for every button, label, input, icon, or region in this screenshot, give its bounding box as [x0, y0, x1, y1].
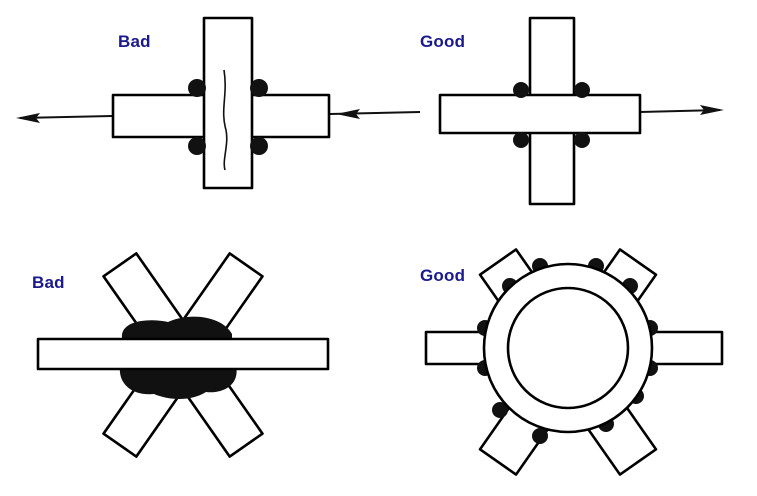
horizontal-bar: [36, 337, 330, 371]
center-wire-tip: [336, 109, 360, 119]
label-good-bottom: Good: [420, 266, 466, 285]
horizontal-bar: [438, 93, 642, 135]
label-good-top: Good: [420, 32, 466, 51]
label-bad-top: Bad: [118, 32, 151, 51]
left-wire-tip: [16, 113, 40, 123]
label-bad-bottom: Bad: [32, 273, 65, 292]
weld-dot: [188, 79, 206, 97]
good-ring-joint: [424, 248, 724, 476]
weld-dot: [574, 132, 590, 148]
vertical-bar: [202, 16, 254, 190]
good-cross-joint: [438, 16, 724, 206]
weld-dot: [492, 402, 508, 418]
weld-dot: [532, 428, 548, 444]
bad-star-joint: [36, 252, 330, 458]
weld-dot: [513, 82, 529, 98]
weld-dot: [250, 79, 268, 97]
weld-blob-bottom: [119, 366, 237, 399]
weld-dot: [513, 132, 529, 148]
weld-dot: [574, 82, 590, 98]
right-wire-tip: [700, 105, 724, 115]
crack-line: [222, 69, 228, 171]
weld-dot: [188, 137, 206, 155]
inner-ring: [506, 286, 630, 410]
bad-cross-joint: [16, 16, 421, 190]
weld-dot: [250, 137, 268, 155]
